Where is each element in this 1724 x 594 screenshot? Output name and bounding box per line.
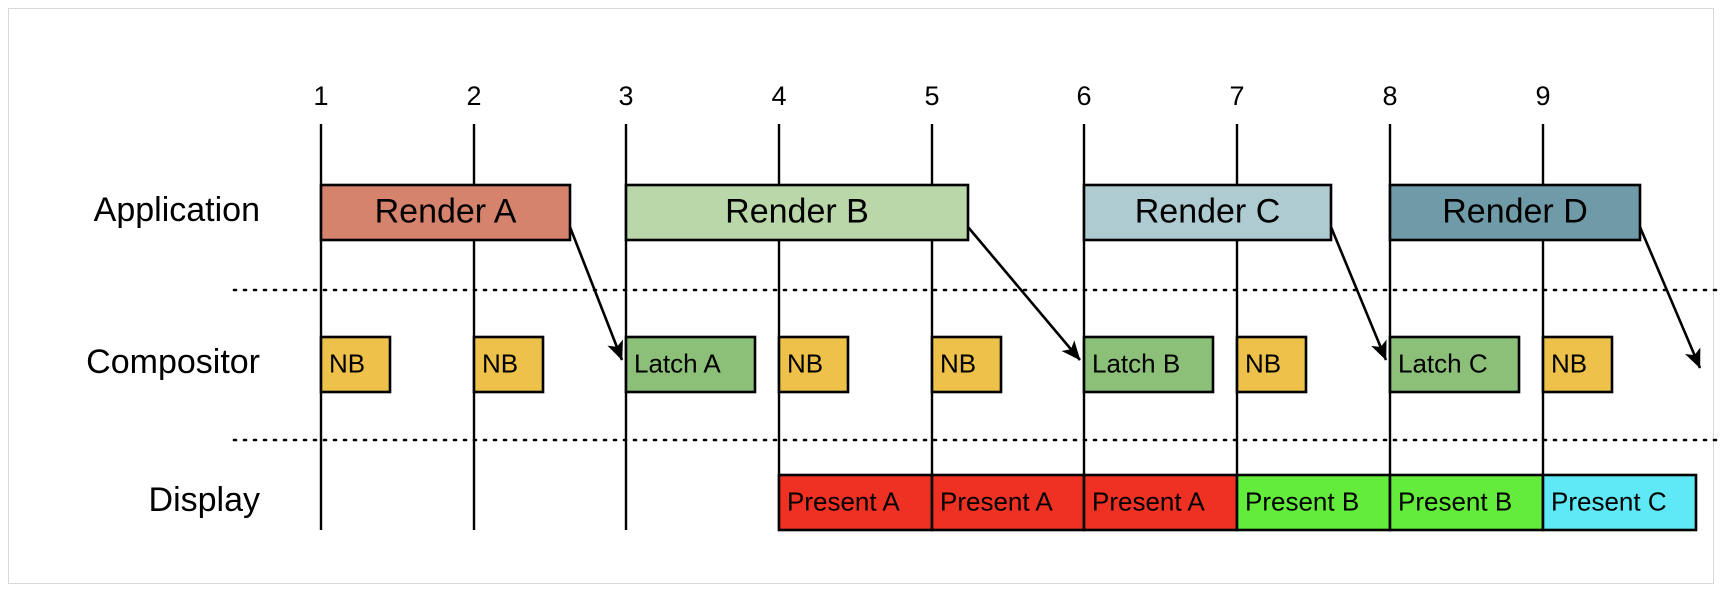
compositor-block-2-label: NB (482, 348, 518, 378)
compositor-block-1-rect[interactable] (319, 335, 392, 394)
compositor-block-5[interactable]: NB (930, 335, 1003, 394)
compositor-block-8-label: Latch C (1398, 348, 1488, 378)
display-block-2[interactable]: Present A (930, 473, 1086, 532)
tick-label-3: 3 (618, 81, 633, 111)
tick-label-4: 4 (771, 81, 786, 111)
application-block-3[interactable]: Render C (1082, 183, 1333, 242)
compositor-block-6-rect[interactable] (1082, 335, 1215, 394)
application-block-2-label: Render B (725, 192, 869, 230)
arrow-render-d-to-offscreen (1638, 226, 1702, 369)
display-block-5[interactable]: Present B (1388, 473, 1545, 532)
compositor-block-9-label: NB (1551, 348, 1587, 378)
tick-label-1: 1 (313, 81, 328, 111)
tick-label-9: 9 (1535, 81, 1550, 111)
row-label-display: Display (149, 481, 260, 519)
row-label-compositor: Compositor (86, 343, 260, 381)
compositor-row-blocks: NB NB Latch A NB NB Latch B NB Latch C NB (319, 335, 1614, 394)
arrow-render-a-to-latch-a (568, 226, 624, 361)
tick-labels: 1 2 3 4 5 6 7 8 9 (313, 81, 1550, 111)
application-block-2[interactable]: Render B (624, 183, 970, 242)
compositor-block-1[interactable]: NB (319, 335, 392, 394)
display-block-2-label: Present A (940, 486, 1053, 516)
compositor-block-6[interactable]: Latch B (1082, 335, 1215, 394)
compositor-block-2-rect[interactable] (472, 335, 545, 394)
tick-label-6: 6 (1076, 81, 1091, 111)
compositor-block-4-label: NB (787, 348, 823, 378)
display-block-5-label: Present B (1398, 486, 1512, 516)
compositor-block-3-label: Latch A (634, 348, 721, 378)
application-block-1[interactable]: Render A (319, 183, 572, 242)
arrow-render-b-to-latch-b (967, 226, 1081, 361)
display-block-3-rect[interactable] (1082, 473, 1239, 532)
compositor-block-3[interactable]: Latch A (624, 335, 757, 394)
compositor-block-4-rect[interactable] (777, 335, 850, 394)
compositor-block-3-rect[interactable] (624, 335, 757, 394)
display-block-3-label: Present A (1092, 486, 1205, 516)
display-block-4-rect[interactable] (1235, 473, 1392, 532)
compositor-block-8[interactable]: Latch C (1388, 335, 1521, 394)
application-block-1-label: Render A (375, 192, 517, 230)
application-block-4-rect[interactable] (1388, 183, 1642, 242)
application-block-1-rect[interactable] (319, 183, 572, 242)
display-block-5-rect[interactable] (1388, 473, 1545, 532)
display-block-4-label: Present B (1245, 486, 1359, 516)
tick-label-7: 7 (1229, 81, 1244, 111)
row-separators (232, 288, 1718, 442)
application-block-3-label: Render C (1135, 192, 1281, 230)
compositor-block-4[interactable]: NB (777, 335, 850, 394)
arrow-render-c-to-latch-c (1329, 226, 1388, 361)
compositor-block-5-rect[interactable] (930, 335, 1003, 394)
display-block-4[interactable]: Present B (1235, 473, 1392, 532)
compositor-block-8-rect[interactable] (1388, 335, 1521, 394)
compositor-block-7-rect[interactable] (1235, 335, 1308, 394)
compositor-block-1-label: NB (329, 348, 365, 378)
display-block-6[interactable]: Present C (1541, 473, 1698, 532)
display-row-blocks: Present A Present A Present A Present B Pres… (777, 473, 1698, 532)
row-label-application: Application (94, 191, 260, 229)
compositor-block-6-label: Latch B (1092, 348, 1180, 378)
compositor-block-5-label: NB (940, 348, 976, 378)
application-block-4-label: Render D (1442, 192, 1588, 230)
compositor-block-9-rect[interactable] (1541, 335, 1614, 394)
flow-arrows (568, 226, 1702, 369)
compositor-block-7-label: NB (1245, 348, 1281, 378)
display-block-2-rect[interactable] (930, 473, 1086, 532)
display-block-1[interactable]: Present A (777, 473, 934, 532)
display-block-1-label: Present A (787, 486, 900, 516)
display-block-6-label: Present C (1551, 486, 1667, 516)
compositor-block-7[interactable]: NB (1235, 335, 1308, 394)
display-block-3[interactable]: Present A (1082, 473, 1239, 532)
tick-label-8: 8 (1382, 81, 1397, 111)
compositor-block-2[interactable]: NB (472, 335, 545, 394)
application-block-3-rect[interactable] (1082, 183, 1333, 242)
compositor-block-9[interactable]: NB (1541, 335, 1614, 394)
display-block-6-rect[interactable] (1541, 473, 1698, 532)
application-row-blocks: Render A Render B Render C Render D (319, 183, 1642, 242)
application-block-2-rect[interactable] (624, 183, 970, 242)
tick-label-2: 2 (466, 81, 481, 111)
tick-label-5: 5 (924, 81, 939, 111)
display-block-1-rect[interactable] (777, 473, 934, 532)
application-block-4[interactable]: Render D (1388, 183, 1642, 242)
